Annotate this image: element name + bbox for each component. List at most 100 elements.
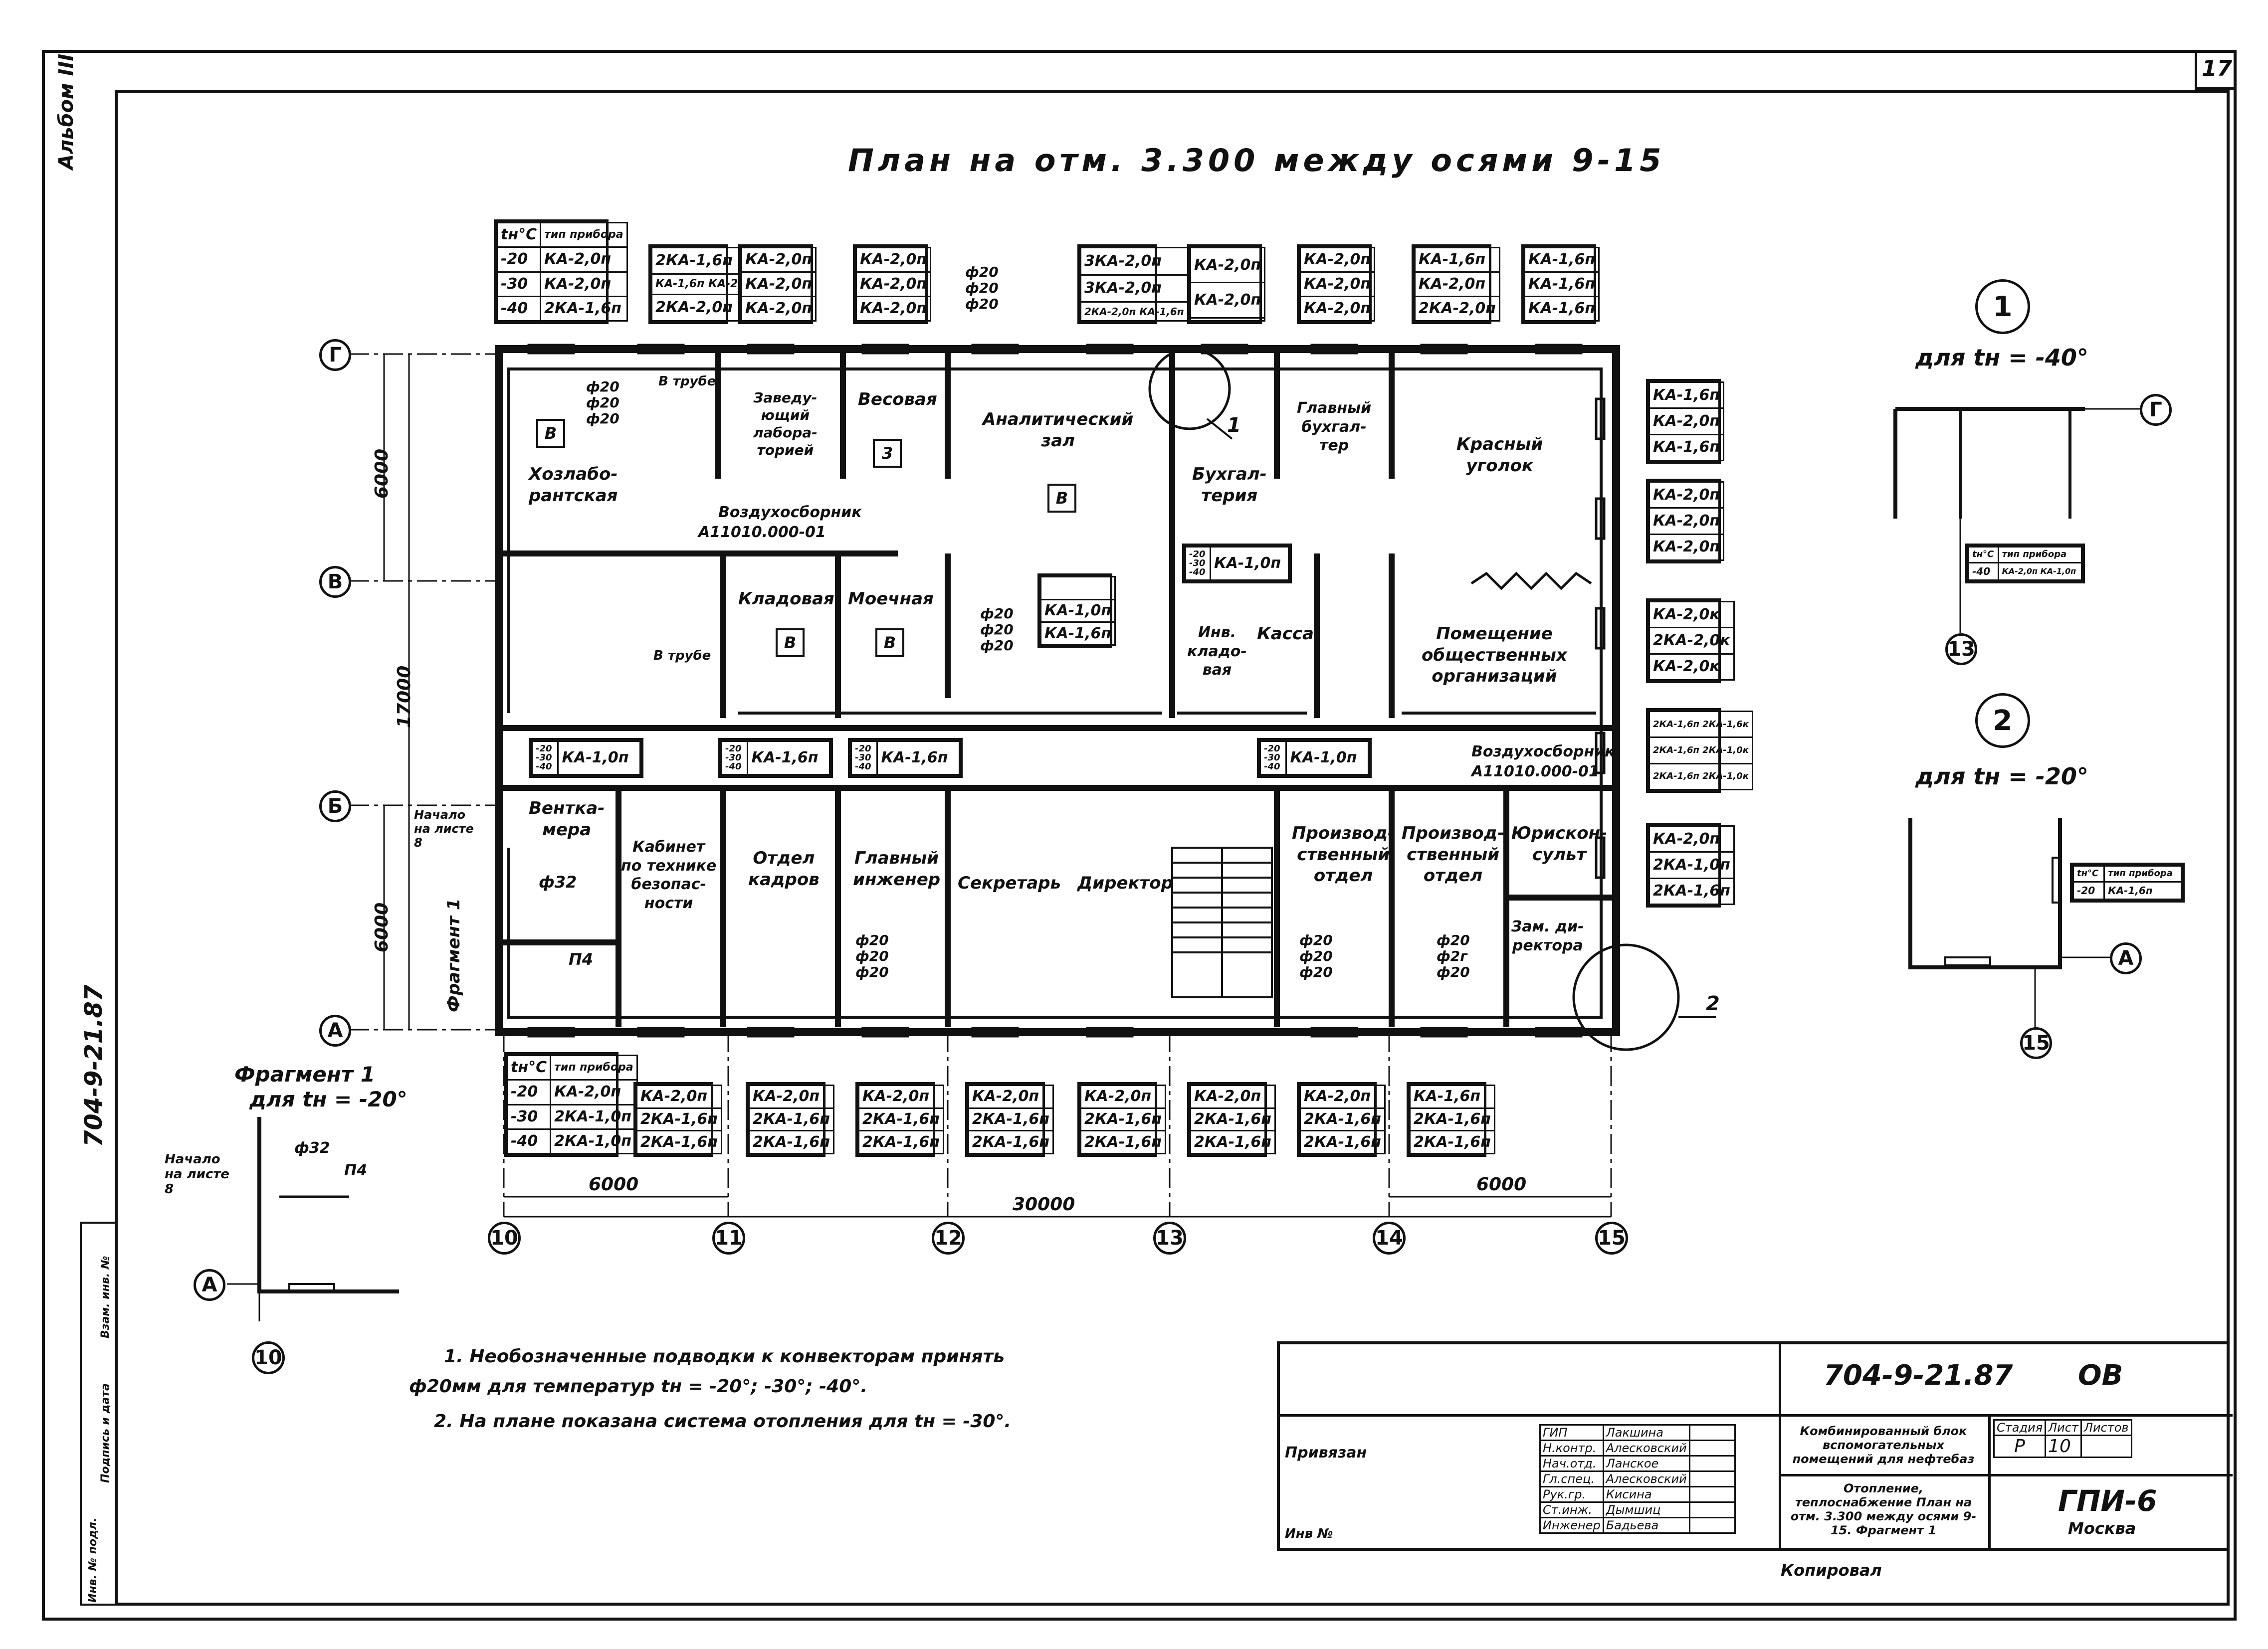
detail-2-drawing	[1908, 818, 2110, 1032]
room-marker: В	[1047, 484, 1076, 513]
stamp-code: 704-9-21.87	[1824, 1359, 2013, 1392]
dim-6000-bottom-right: 6000	[1476, 1174, 1527, 1195]
sheet-number-box	[2195, 50, 2237, 90]
room-label: Весовая	[858, 389, 937, 409]
room-label: Бухгал- терия	[1192, 464, 1267, 506]
room-label: Моечная	[848, 589, 934, 609]
stamp-sheet-title: Отопление, теплоснабжение План на отм. 3…	[1790, 1481, 1977, 1537]
detail-1-caption: для tн = -40°	[1915, 344, 2088, 371]
annotation-code: А11010.000-01	[698, 524, 826, 541]
axis-bubble-15: 15	[1595, 1222, 1628, 1255]
axis-bubble-a: А	[319, 1015, 351, 1047]
room-label: Красный уголок	[1456, 434, 1543, 476]
axis-bubble-b: Б	[319, 790, 351, 822]
note-line: 1. Необозначенные подводки к конвекторам…	[444, 1346, 1005, 1367]
annotation-code: А11010.000-01	[1471, 763, 1599, 780]
callout-number: 2	[1706, 992, 1720, 1015]
title-block-left	[1280, 1344, 1781, 1549]
drawing-frame	[115, 90, 2230, 1606]
room-label: Заведу- ющий лабора- торией	[753, 389, 818, 458]
fragment-1-caption: для tн = -20°	[249, 1087, 408, 1111]
room-label: Аналитический зал	[983, 409, 1134, 451]
zigzag-line	[1470, 571, 1592, 590]
detail-2-axis-col: 15	[2020, 1027, 2052, 1059]
fragment-1-axis-row: А	[194, 1269, 225, 1301]
stamp-org: ГПИ-6	[2058, 1484, 2157, 1518]
room-label: Производ- ственный отдел	[1402, 823, 1505, 886]
annotation-nachalo: Начало на листе 8	[414, 808, 474, 850]
sheet-number: 17	[2202, 56, 2233, 81]
room-marker: 3	[873, 439, 902, 468]
callout-circle-1	[1148, 348, 1231, 430]
annotation-fragment-label: Фрагмент 1	[444, 898, 464, 1012]
fragment-1-title: Фрагмент 1	[234, 1062, 376, 1087]
detail-1-drawing	[1893, 407, 2145, 633]
axis-bubble-12: 12	[932, 1222, 965, 1255]
room-label: Кладовая	[738, 589, 834, 609]
room-label: Инв. кладо- вая	[1187, 624, 1247, 679]
outer-border	[42, 50, 2237, 1621]
annotation-vozdukhosbornik: Воздухосборник	[718, 504, 862, 521]
axis-lines	[349, 353, 1612, 1217]
interior-walls	[499, 349, 1616, 1027]
stamp-section: ОВ	[2078, 1359, 2123, 1392]
annotation-v-trube: В трубе	[653, 648, 711, 663]
fragment-1-p4: П4	[344, 1162, 367, 1179]
dim-6000-bottom: 6000	[372, 902, 392, 952]
room-marker: В	[875, 628, 904, 657]
fragment-1-drawing	[227, 1117, 399, 1321]
outer-wall	[495, 345, 1620, 1036]
fragment-1-phi: ф32	[294, 1139, 330, 1157]
axis-bubble-v: В	[319, 566, 351, 598]
callout-circle-2	[1572, 943, 1680, 1051]
note-line: ф20мм для температур tн = -20°; -30°; -4…	[409, 1376, 867, 1397]
dimension-lines	[383, 354, 1611, 1218]
axis-bubble-g: Г	[319, 339, 351, 371]
room-label: Кабинет по технике безопас- ности	[621, 838, 717, 912]
dim-6000-top: 6000	[372, 448, 392, 499]
room-label: Касса	[1257, 624, 1314, 644]
room-label: Юрискон- сульт	[1511, 823, 1608, 865]
callout-number: 1	[1227, 414, 1241, 437]
top-windows	[527, 344, 1583, 355]
annotation-v-trube: В трубе	[658, 374, 716, 389]
room-label: Главный инженер	[853, 848, 941, 890]
detail-2-number: 2	[1975, 693, 2030, 748]
stairs	[1171, 847, 1273, 998]
room-label: Помещение общественных организаций	[1422, 624, 1567, 686]
heating-pipes	[507, 367, 1603, 1019]
stamp-object-name: Комбинированный блок вспомогательных пом…	[1792, 1424, 1975, 1466]
stamp-inv: Инв №	[1285, 1526, 1333, 1541]
drawing-title: План на отм. 3.300 между осями 9-15	[848, 142, 1665, 179]
axis-bubble-13: 13	[1153, 1222, 1186, 1255]
